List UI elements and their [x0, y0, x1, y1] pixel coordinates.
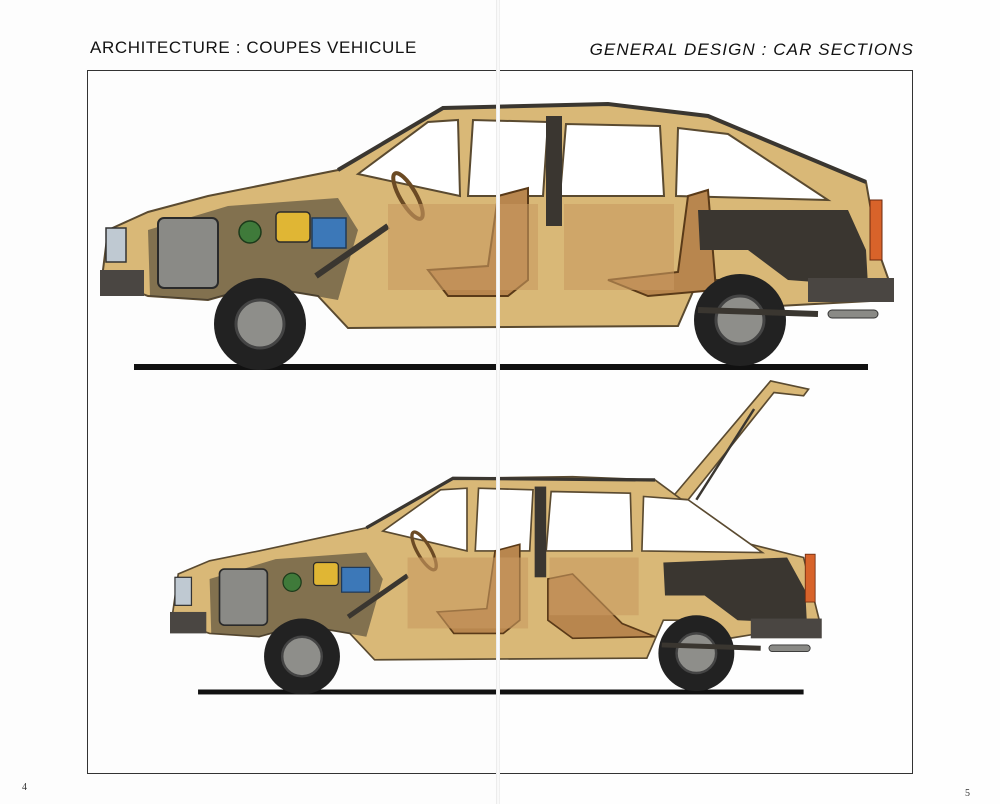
rear-quarter-window [674, 126, 832, 202]
rear-door-panel [564, 204, 674, 290]
front-side-window [474, 487, 534, 552]
rear-suspension-arm [697, 307, 819, 317]
suspension-sphere-front [282, 572, 302, 592]
roof-trim [365, 476, 656, 530]
battery [311, 217, 347, 249]
ground-line [134, 364, 868, 370]
fluid-reservoir [312, 561, 339, 587]
rear-bumper [750, 618, 822, 639]
engine-block [218, 568, 269, 626]
front-bumper [170, 611, 207, 634]
rear-side-window [558, 122, 666, 197]
page-number-left: 4 [22, 782, 27, 793]
front-side-window [466, 118, 550, 197]
windscreen-glass [380, 487, 468, 552]
battery [340, 566, 371, 593]
front-door-panel [407, 557, 529, 629]
b-pillar [546, 116, 562, 226]
windscreen-glass [355, 118, 462, 198]
rear-bumper [808, 278, 894, 302]
roof-trim [336, 101, 867, 184]
exhaust-pipe [768, 644, 811, 652]
rear-door-panel [549, 557, 639, 616]
headlight [174, 576, 193, 606]
boot-compartment [698, 210, 868, 286]
rear-seat [607, 188, 718, 298]
open-tailgate [669, 380, 810, 501]
rear-quarter-window [641, 495, 765, 554]
b-pillar [534, 486, 547, 578]
page-gutter [496, 0, 500, 804]
heading-french: ARCHITECTURE : COUPES VEHICULE [90, 38, 417, 57]
car-section-illustration-bottom [88, 376, 912, 706]
heading-english: GENERAL DESIGN : CAR SECTIONS [589, 40, 914, 59]
rear-side-window [545, 490, 633, 552]
engine-block [157, 217, 219, 289]
fluid-reservoir [275, 211, 311, 243]
boot-compartment [663, 557, 807, 624]
headlight [105, 227, 127, 263]
exhaust-pipe [827, 309, 879, 319]
illustration-frame [87, 70, 913, 774]
rear-suspension-arm [661, 642, 761, 651]
page-number-right: 5 [965, 788, 970, 799]
front-bumper [100, 270, 144, 296]
steering-column [314, 223, 390, 279]
front-door-panel [388, 204, 538, 290]
tail-light [804, 553, 816, 603]
ground-line [198, 689, 804, 695]
car-section-illustration-top [88, 80, 912, 410]
tail-light [869, 199, 883, 261]
tailgate-strut [695, 408, 756, 501]
suspension-sphere-front [238, 220, 262, 244]
steering-column [346, 573, 410, 619]
